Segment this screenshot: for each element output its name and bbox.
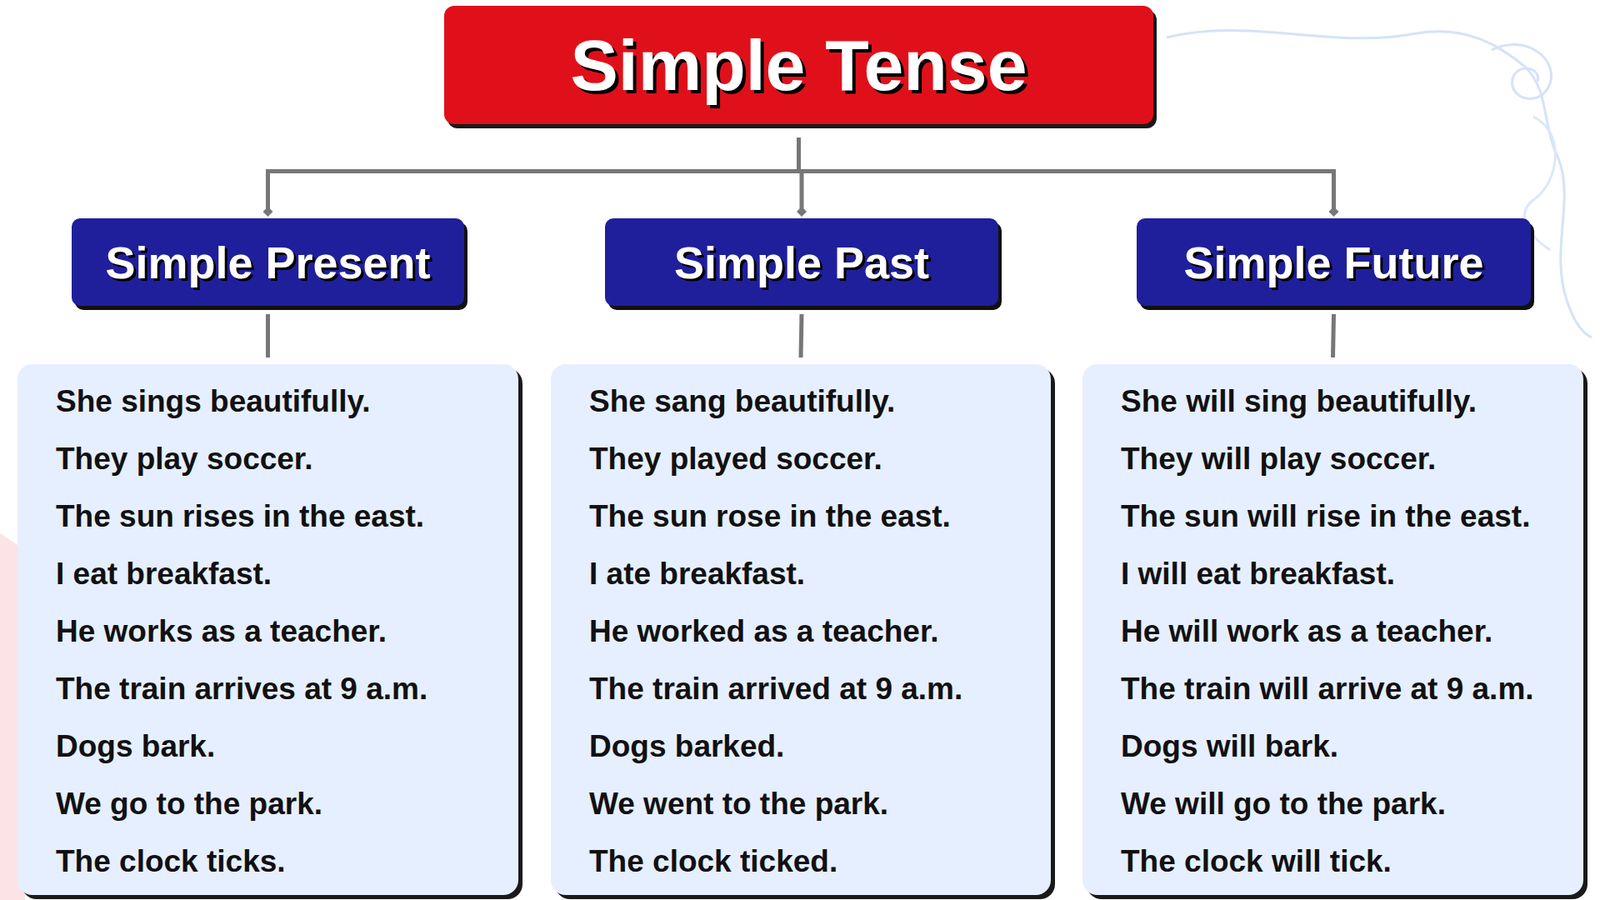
example-sentence: He worked as a teacher. (589, 602, 1038, 660)
example-sentence: The train arrives at 9 a.m. (55, 660, 505, 718)
example-sentence: The train will arrive at 9 a.m. (1120, 660, 1570, 718)
example-sentence: They played soccer. (589, 430, 1038, 488)
example-sentence: They will play soccer. (1120, 430, 1570, 488)
example-sentence: We went to the park. (589, 775, 1038, 833)
example-sentence: The train arrived at 9 a.m. (589, 660, 1038, 718)
example-sentence: He will work as a teacher. (1120, 602, 1570, 660)
connector (800, 314, 802, 358)
tense-label: Simple Past (674, 236, 930, 289)
example-sentence: We will go to the park. (1120, 775, 1570, 833)
example-sentence: He works as a teacher. (55, 602, 505, 660)
example-sentence: The sun will rise in the east. (1120, 487, 1570, 545)
tense-label: Simple Present (105, 236, 430, 289)
example-sentence: Dogs bark. (55, 717, 505, 775)
title-box: Simple Tense (444, 5, 1154, 125)
tense-box: Simple Future (1136, 218, 1531, 306)
example-sentence: We go to the park. (55, 775, 505, 833)
example-panel: She sings beautifully.They play soccer.T… (17, 364, 519, 895)
example-sentence: I will eat breakfast. (1120, 545, 1570, 603)
connector (799, 137, 1335, 212)
tense-box: Simple Past (605, 218, 999, 306)
connector (1333, 314, 1335, 358)
example-sentence: The clock will tick. (1120, 832, 1570, 890)
tense-label: Simple Future (1183, 236, 1484, 289)
example-sentence: The sun rises in the east. (55, 487, 505, 545)
tense-box: Simple Present (71, 218, 465, 306)
example-sentence: Dogs barked. (589, 717, 1038, 775)
example-sentence: She sings beautifully. (55, 372, 505, 430)
example-sentence: Dogs will bark. (1120, 717, 1570, 775)
example-sentence: They play soccer. (55, 430, 505, 488)
connector (265, 314, 270, 358)
example-panel: She sang beautifully.They played soccer.… (550, 364, 1051, 895)
example-sentence: She sang beautifully. (589, 372, 1038, 430)
example-panel: She will sing beautifully.They will play… (1082, 364, 1584, 895)
connector (268, 137, 800, 212)
example-sentence: She will sing beautifully. (1120, 372, 1570, 430)
title-text: Simple Tense (570, 24, 1027, 107)
corner-swirl (1491, 45, 1552, 100)
example-sentence: I eat breakfast. (55, 545, 505, 603)
example-sentence: I ate breakfast. (589, 545, 1038, 603)
example-sentence: The clock ticks. (55, 832, 505, 890)
example-sentence: The clock ticked. (589, 832, 1038, 890)
example-sentence: The sun rose in the east. (589, 487, 1038, 545)
